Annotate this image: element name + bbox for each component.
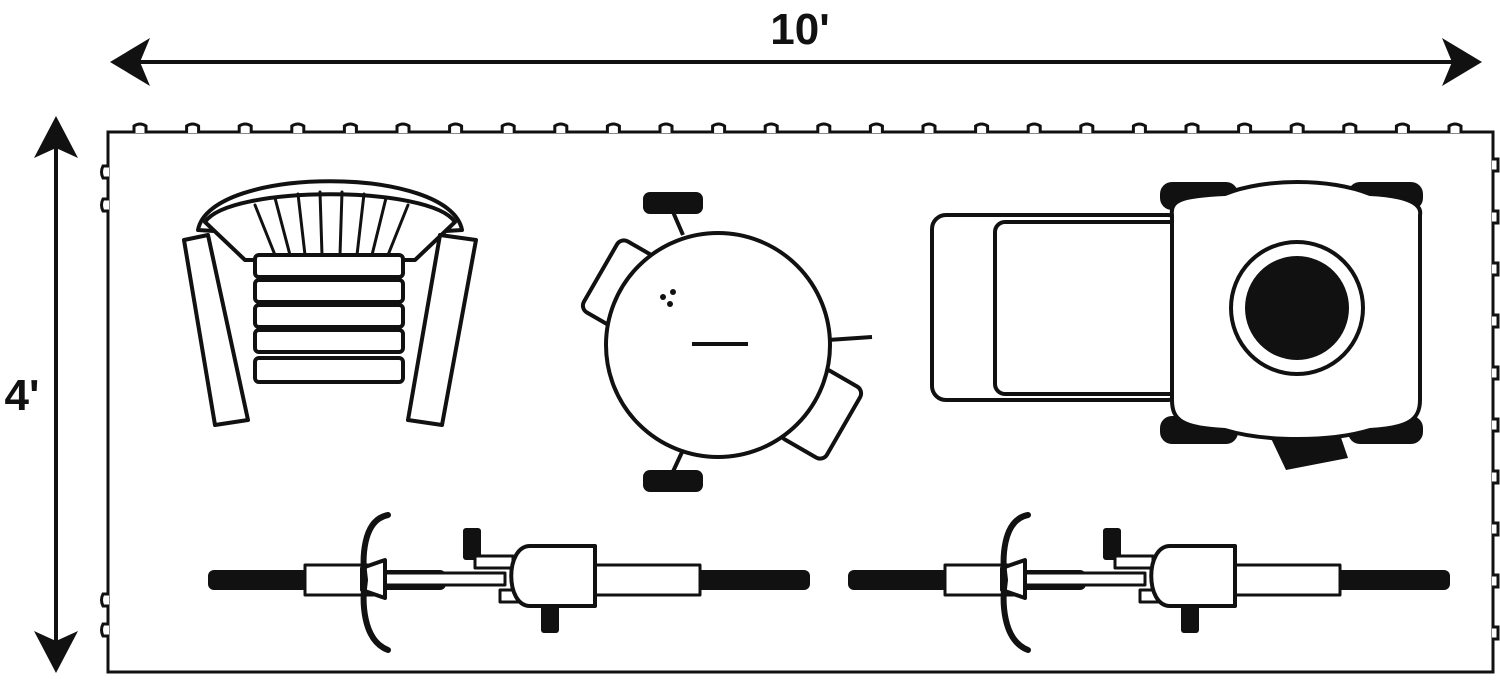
arrowhead-up-icon xyxy=(34,116,78,158)
tile-tab xyxy=(1492,157,1500,173)
tile-tab xyxy=(763,122,779,133)
bicycle-icon xyxy=(848,512,1450,653)
tile-tab xyxy=(1492,417,1500,433)
tile-tab xyxy=(395,122,411,133)
tile-tab xyxy=(1492,313,1500,329)
height-dimension: 4' xyxy=(0,116,78,673)
tile-tab xyxy=(1289,122,1305,133)
tile-tab xyxy=(100,164,109,180)
tile-tab xyxy=(237,122,253,133)
height-label: 4' xyxy=(5,371,40,420)
tile-tab xyxy=(711,122,727,133)
tile-tab xyxy=(1492,209,1500,225)
tile-tab xyxy=(500,122,516,133)
tile-tab xyxy=(448,122,464,133)
tile-tab xyxy=(1492,261,1500,277)
tile-tab xyxy=(1026,122,1042,133)
mower-icon xyxy=(930,180,1423,470)
width-dimension: 10' xyxy=(110,5,1482,86)
tile-tab xyxy=(1131,122,1147,133)
tile-tab xyxy=(921,122,937,133)
tile-tab xyxy=(605,122,621,133)
tile-connector-tabs xyxy=(132,122,1463,133)
tile-tab xyxy=(816,122,832,133)
tile-tab xyxy=(1492,625,1500,641)
tile-tab xyxy=(342,122,358,133)
tile-tab xyxy=(553,122,569,133)
tile-tab xyxy=(100,592,109,608)
arrowhead-right-icon xyxy=(1442,38,1482,86)
tile-tab xyxy=(658,122,674,133)
tile-tab xyxy=(100,622,109,638)
chair-icon xyxy=(182,179,478,427)
tile-tab xyxy=(974,122,990,133)
arrowhead-down-icon xyxy=(34,631,78,673)
grill-icon xyxy=(580,192,873,492)
tile-tab xyxy=(1237,122,1253,133)
tile-tab xyxy=(100,197,109,213)
arrowhead-left-icon xyxy=(110,38,150,86)
tile-tab xyxy=(1342,122,1358,133)
bicycle-icon xyxy=(208,512,810,653)
tile-tab xyxy=(1492,365,1500,381)
tile-tab xyxy=(1492,573,1500,589)
tile-tab xyxy=(132,122,148,133)
width-label: 10' xyxy=(770,5,829,54)
tile-tab xyxy=(1492,469,1500,485)
tile-tab xyxy=(1394,122,1410,133)
tile-tab xyxy=(868,122,884,133)
tile-tab xyxy=(1492,521,1500,537)
tile-tab xyxy=(290,122,306,133)
tile-tab xyxy=(1079,122,1095,133)
tile-connector-tabs-side xyxy=(100,157,1500,641)
tile-tab xyxy=(1447,122,1463,133)
tile-tab xyxy=(1184,122,1200,133)
tile-tab xyxy=(185,122,201,133)
